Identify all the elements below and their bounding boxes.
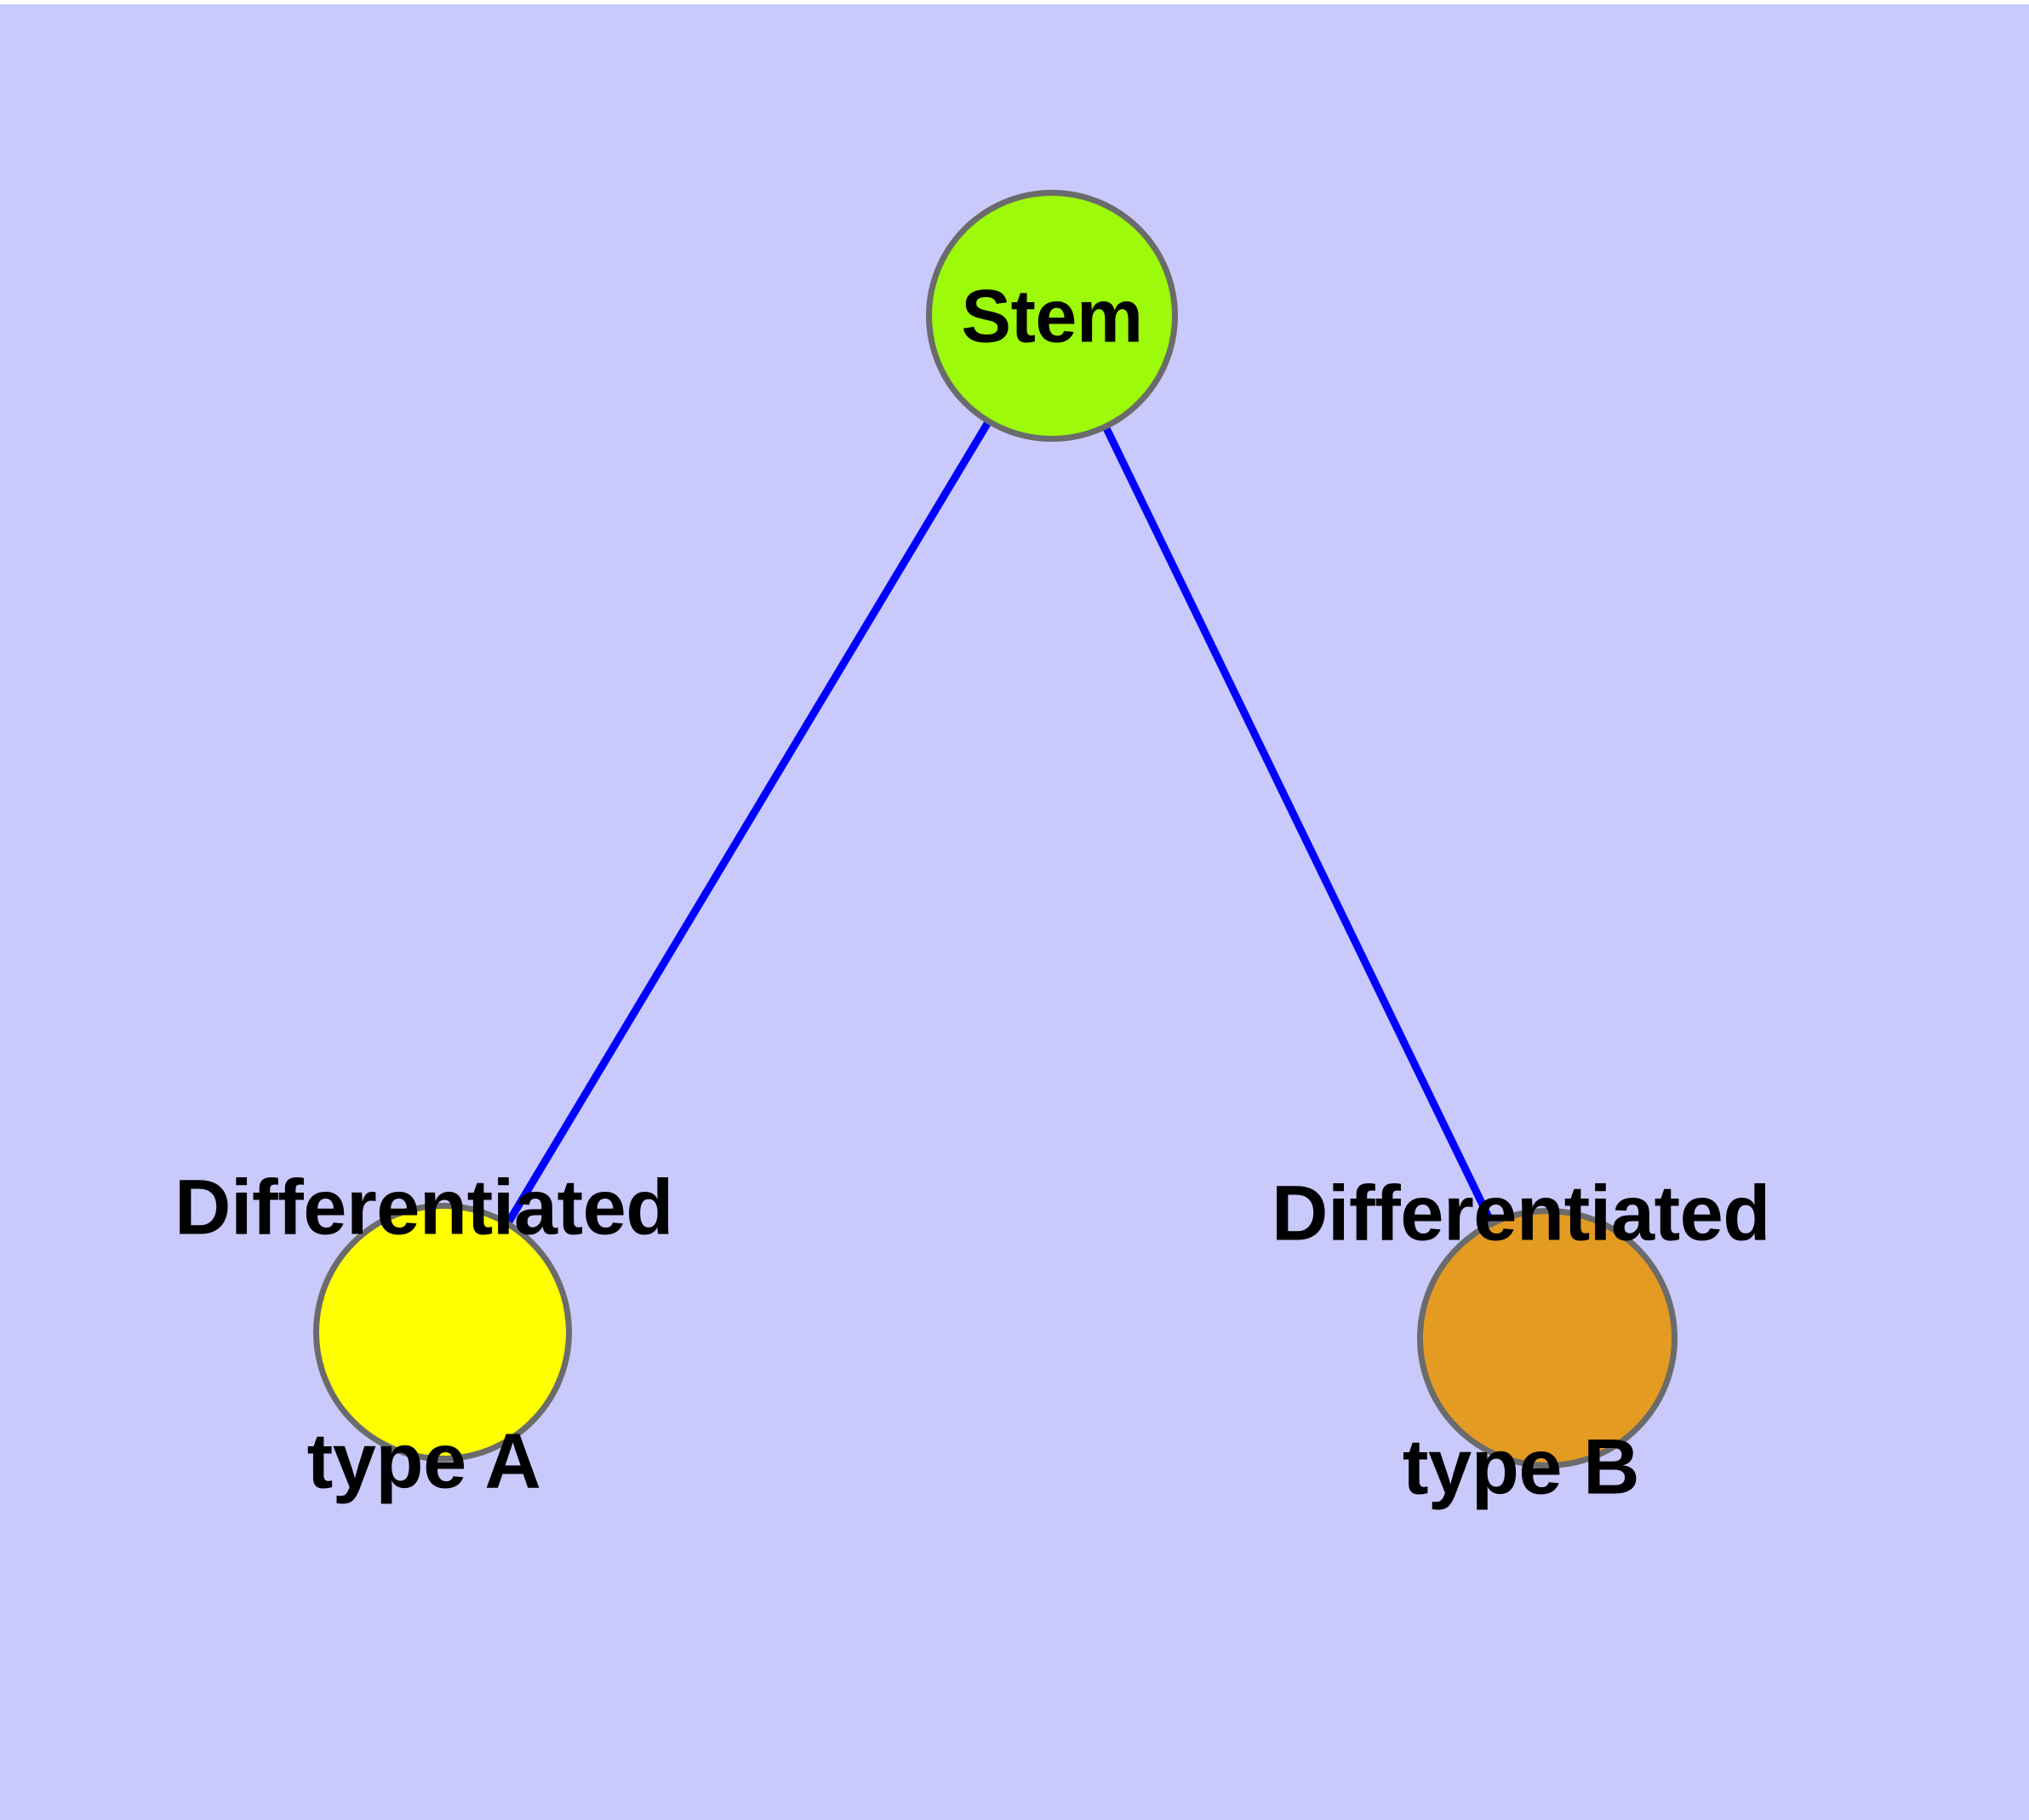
node-layer	[313, 190, 1677, 1468]
edge-stem-to-type-a[interactable]	[438, 312, 1056, 1336]
node-circle-stem[interactable]	[926, 190, 1178, 442]
edge-layer	[438, 312, 1552, 1342]
edge-stem-to-type-b[interactable]	[1048, 312, 1552, 1342]
node-circle-diff-type-a[interactable]	[313, 1203, 572, 1462]
node-circle-diff-type-b[interactable]	[1417, 1208, 1677, 1468]
